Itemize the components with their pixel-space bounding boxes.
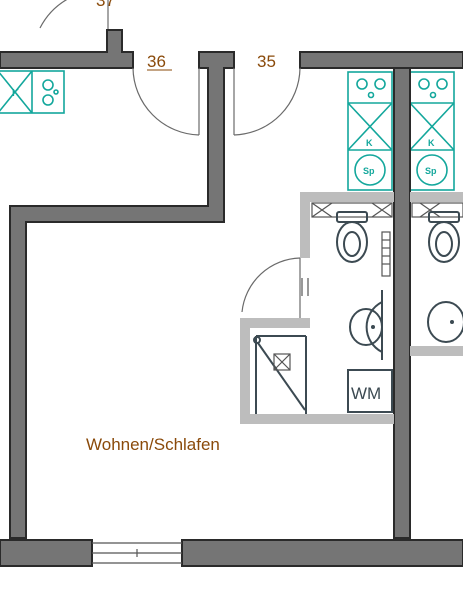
washbasin-a — [349, 290, 383, 360]
window — [92, 542, 182, 564]
apartment-wall-west — [9, 51, 235, 539]
kitchenette-right-b: K Sp — [409, 71, 455, 191]
washing-machine: WM — [347, 369, 393, 413]
kitchenette-right-a: K Sp — [347, 71, 393, 191]
svg-text:K: K — [428, 138, 435, 148]
kitchenette-left: K — [0, 70, 65, 114]
svg-text:K: K — [366, 138, 373, 148]
unit-number-36: 36 — [147, 52, 166, 71]
exterior-wall-left — [0, 539, 93, 567]
svg-text:K: K — [12, 88, 20, 99]
radiator — [381, 231, 391, 277]
entry-door-swing-35 — [233, 67, 301, 136]
washbasin-b — [427, 301, 463, 343]
party-wall — [393, 67, 411, 539]
svg-text:Sp: Sp — [363, 166, 375, 176]
room-label: Wohnen/Schlafen — [86, 435, 220, 454]
shaft-symbol-a — [311, 202, 393, 218]
svg-text:Sp: Sp — [425, 166, 437, 176]
bathroom-door-swing — [241, 257, 301, 313]
bathroom-walls — [240, 192, 463, 424]
entry-door-swing-36 — [132, 67, 200, 136]
washing-machine-label: WM — [351, 384, 381, 403]
door-swing-unit-37 — [39, 0, 68, 29]
shower — [253, 335, 307, 414]
shaft-symbol-b — [411, 202, 463, 218]
toilet-a — [336, 211, 368, 263]
toilet-b — [428, 211, 460, 263]
corridor-wall-right — [299, 51, 463, 69]
exterior-wall-right — [181, 539, 463, 567]
unit-number-37: 37 — [96, 0, 115, 10]
unit-number-35: 35 — [257, 52, 276, 71]
corridor-wall-left — [0, 29, 134, 69]
